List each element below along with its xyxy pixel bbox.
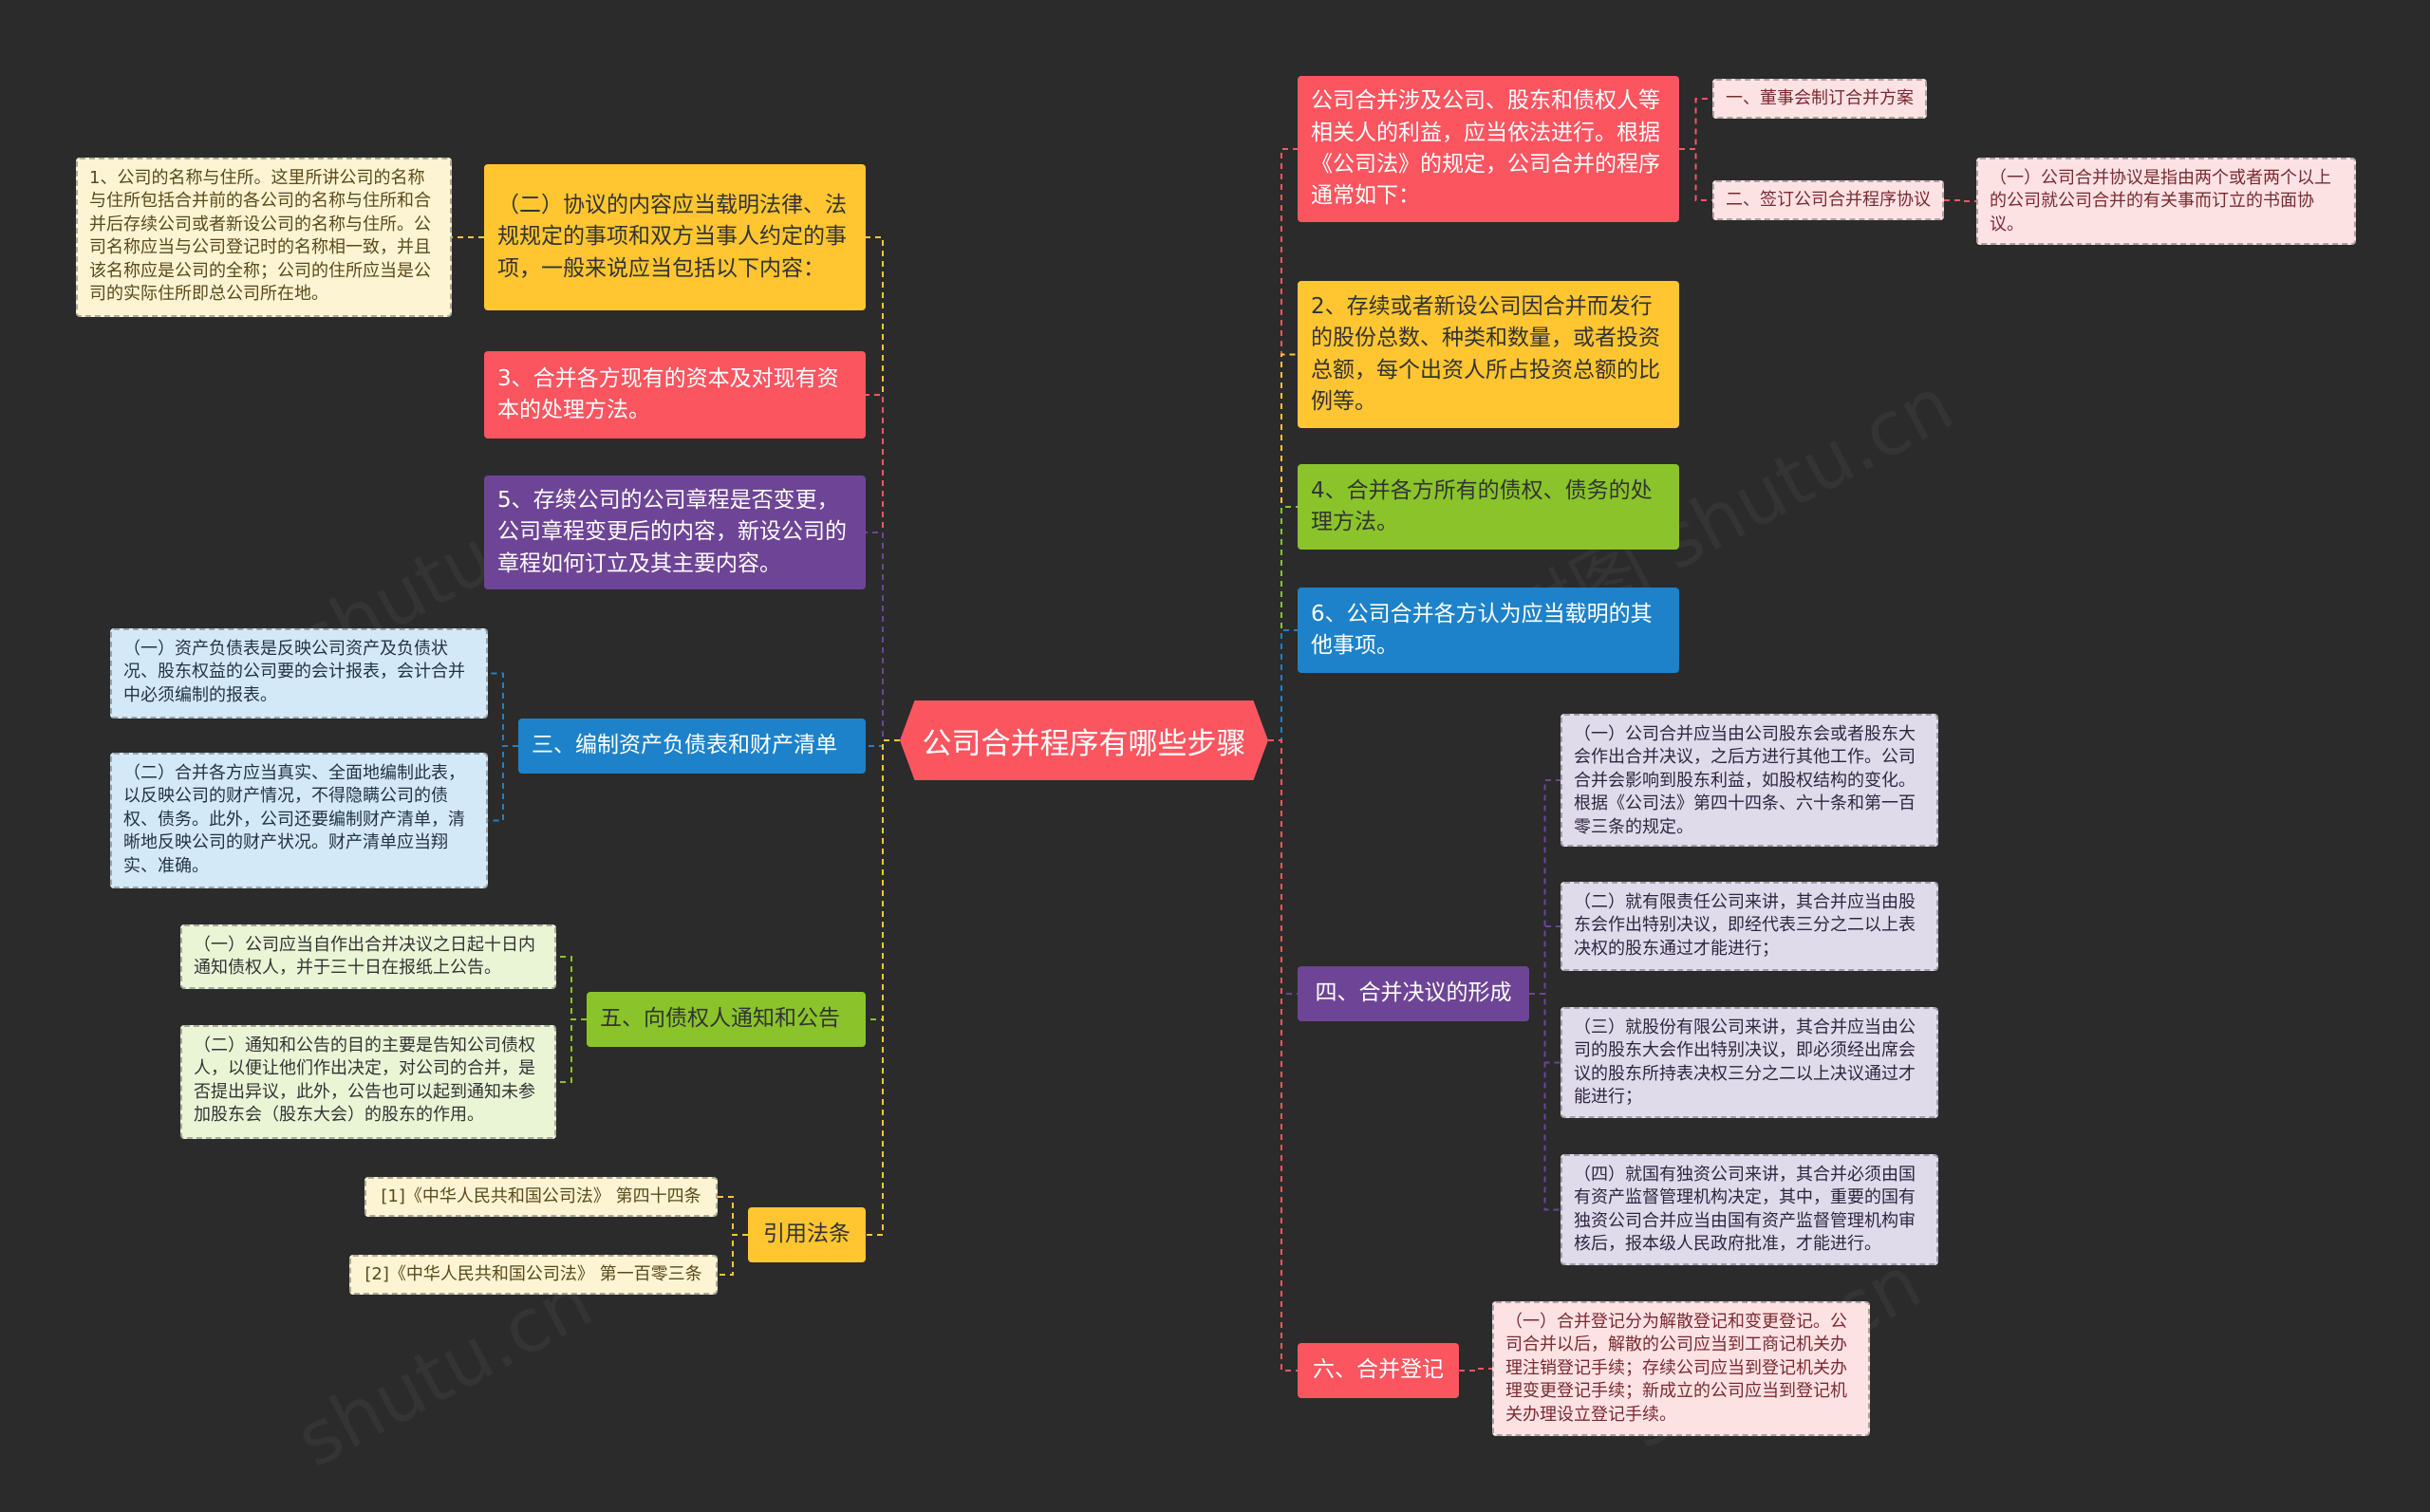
merger-resolution-detail[interactable]: （二）就有限责任公司来讲，其合并应当由股东会作出特别决议，即经代表三分之二以上表… — [1561, 882, 1938, 971]
connector-line — [1268, 353, 1298, 741]
merger-registration-detail[interactable]: （一）合并登记分为解散登记和变更登记。公司合并以后，解散的公司应当到工商记机关办… — [1492, 1301, 1870, 1436]
balance-sheet-detail[interactable]: （一）资产负债表是反映公司资产及负债状况、股东权益的公司要的会计报表，会计合并中… — [110, 628, 488, 719]
other-matters-topic[interactable]: 6、公司合并各方认为应当载明的其他事项。 — [1298, 588, 1679, 673]
connector-line — [488, 745, 518, 822]
connector-line — [718, 1234, 748, 1276]
connector-line — [1268, 148, 1298, 741]
connector-line — [866, 739, 900, 747]
balance-sheet-topic[interactable]: 三、编制资产负债表和财产清单 — [518, 719, 866, 774]
merger-resolution-detail[interactable]: （一）公司合并应当由公司股东会或者股东大会作出合并决议，之后方进行其他工作。公司… — [1561, 714, 1938, 847]
notify-creditors-topic[interactable]: 五、向债权人通知和公告 — [587, 992, 866, 1047]
merger-resolution-topic[interactable]: 四、合并决议的形成 — [1298, 966, 1529, 1021]
connector-line — [866, 739, 900, 1020]
connector-line — [1529, 993, 1561, 1064]
connector-line — [866, 394, 900, 741]
connector-line — [1529, 993, 1561, 1211]
connector-line — [1529, 779, 1561, 995]
connector-line — [866, 739, 900, 1236]
capital-treatment-topic[interactable]: 3、合并各方现有的资本及对现有资本的处理方法。 — [484, 351, 866, 439]
connector-line — [1459, 1368, 1492, 1372]
debts-treatment-topic[interactable]: 4、合并各方所有的债权、债务的处理方法。 — [1298, 464, 1679, 550]
notify-creditors-detail[interactable]: （一）公司应当自作出合并决议之日起十日内通知债权人，并于三十日在报纸上公告。 — [180, 924, 556, 989]
connector-line — [1268, 629, 1298, 741]
connector-line — [1268, 739, 1298, 1372]
merger-resolution-detail[interactable]: （三）就股份有限公司来讲，其合并应当由公司的股东大会作出特别决议，即必须经出席会… — [1561, 1007, 1938, 1118]
sign-agreement-step[interactable]: 二、签订公司合并程序协议 — [1712, 180, 1944, 220]
merger-registration-topic[interactable]: 六、合并登记 — [1298, 1343, 1459, 1398]
connector-line — [866, 236, 900, 741]
merger-agreement-detail[interactable]: （一）公司合并协议是指由两个或者两个以上的公司就公司合并的有关事而订立的书面协议… — [1976, 158, 2356, 245]
connector-line — [866, 532, 900, 741]
connector-line — [556, 956, 587, 1020]
board-plan-step[interactable]: 一、董事会制订合并方案 — [1712, 79, 1927, 119]
merger-resolution-detail[interactable]: （四）就国有独资公司来讲，其合并必须由国有资产监督管理机构决定，其中，重要的国有… — [1561, 1154, 1938, 1265]
cited-law-topic[interactable]: 引用法条 — [748, 1207, 866, 1262]
connector-line — [1679, 98, 1712, 150]
merger-intro-topic[interactable]: 公司合并涉及公司、股东和债权人等相关人的利益，应当依法进行。根据《公司法》的规定… — [1298, 76, 1679, 222]
connector-line — [718, 1196, 748, 1236]
law-article-item[interactable]: [2]《中华人民共和国公司法》 第一百零三条 — [349, 1255, 718, 1295]
law-article-item[interactable]: [1]《中华人民共和国公司法》 第四十四条 — [364, 1177, 718, 1217]
connector-line — [1529, 925, 1561, 995]
charter-change-topic[interactable]: 5、存续公司的公司章程是否变更，公司章程变更后的内容，新设公司的章程如何订立及其… — [484, 476, 866, 589]
connector-line — [1944, 199, 1976, 202]
company-name-detail[interactable]: 1、公司的名称与住所。这里所讲公司的名称与住所包括合并前的各公司的名称与住所和合… — [76, 158, 452, 317]
connector-line — [556, 1018, 587, 1083]
connector-line — [1268, 739, 1298, 995]
balance-sheet-detail[interactable]: （二）合并各方应当真实、全面地编制此表，以反映公司的财产情况，不得隐瞒公司的债权… — [110, 753, 488, 888]
agreement-content-topic[interactable]: （二）协议的内容应当载明法律、法规规定的事项和双方当事人约定的事项，一般来说应当… — [484, 164, 866, 310]
shares-issued-topic[interactable]: 2、存续或者新设公司因合并而发行的股份总数、种类和数量，或者投资总额，每个出资人… — [1298, 281, 1679, 428]
root-topic[interactable]: 公司合并程序有哪些步骤 — [900, 700, 1268, 780]
connector-line — [1268, 506, 1298, 741]
connector-line — [488, 672, 518, 747]
notify-creditors-detail[interactable]: （二）通知和公告的目的主要是告知公司债权人，以便让他们作出决定，对公司的合并，是… — [180, 1025, 556, 1139]
connector-line — [1679, 148, 1712, 201]
